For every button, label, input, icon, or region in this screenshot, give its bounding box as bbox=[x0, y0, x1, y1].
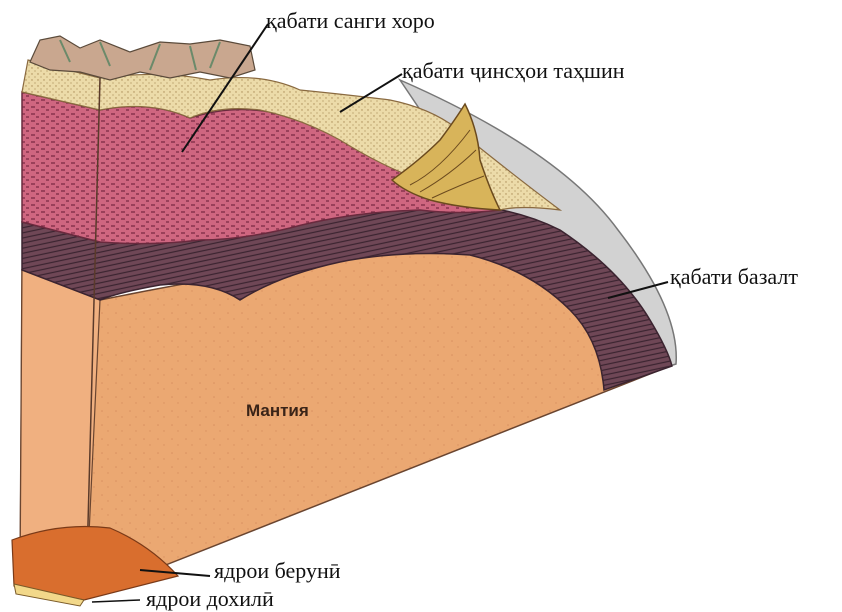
label-granite-layer: қабати санги хоро bbox=[266, 10, 435, 32]
label-basalt-layer: қабати базалт bbox=[670, 266, 798, 288]
label-outer-core: ядрои берунӣ bbox=[214, 560, 341, 582]
label-inner-core: ядрои дохилӣ bbox=[146, 588, 274, 610]
label-mantle: Мантия bbox=[246, 402, 309, 419]
leader-line-inner-core bbox=[92, 600, 140, 602]
label-sediment-layer: қабати ҷинсҳои таҳшин bbox=[402, 60, 625, 82]
